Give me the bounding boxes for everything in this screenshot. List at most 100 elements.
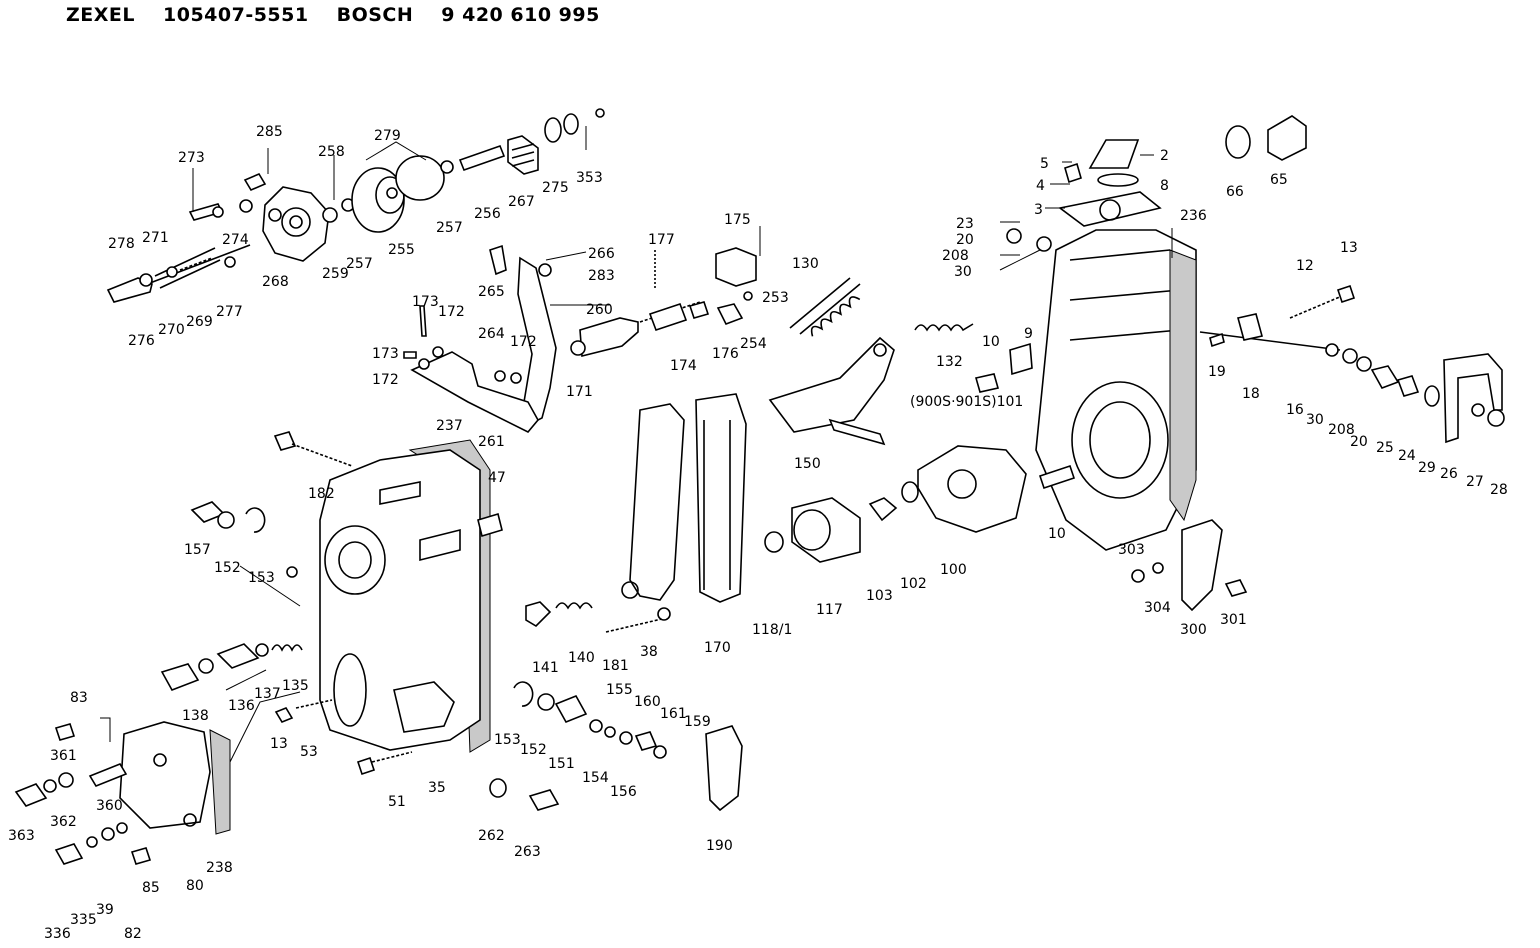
label-10a: 10 <box>982 334 1000 350</box>
label-12: 12 <box>1296 258 1314 274</box>
label-85: 85 <box>142 880 160 896</box>
label-141: 141 <box>532 660 559 676</box>
label-177: 177 <box>648 232 675 248</box>
part-176-pin <box>716 303 744 326</box>
label-255: 255 <box>388 242 415 258</box>
label-5: 5 <box>1040 156 1049 172</box>
label-303: 303 <box>1118 542 1145 558</box>
label-262: 262 <box>478 828 505 844</box>
part-285-screw <box>243 172 267 192</box>
part-135-spring <box>271 644 303 652</box>
label-170: 170 <box>704 640 731 656</box>
part-141-nut <box>525 601 552 628</box>
label-190: 190 <box>706 838 733 854</box>
lower-right-bracket <box>1131 519 1248 612</box>
part-13-nut <box>274 707 294 723</box>
label-29: 29 <box>1418 460 1436 476</box>
part-18-lever <box>1237 313 1263 341</box>
part-150-arm <box>768 336 895 433</box>
leader-lines <box>100 126 1173 763</box>
label-19: 19 <box>1208 364 1226 380</box>
label-3: 3 <box>1034 202 1043 218</box>
part-257-gasket <box>395 155 445 201</box>
label-39: 39 <box>96 902 114 918</box>
part-170-plate <box>695 393 747 603</box>
label-30b: 30 <box>1306 412 1324 428</box>
label-23: 23 <box>956 216 974 232</box>
part-262-washer <box>489 778 507 798</box>
label-27: 27 <box>1466 474 1484 490</box>
label-336: 336 <box>44 926 71 942</box>
label-238: 238 <box>206 860 233 876</box>
label-268: 268 <box>262 274 289 290</box>
label-118: 118/1 <box>752 622 792 638</box>
part-51-bolt <box>356 756 376 776</box>
part-85-bolt <box>130 847 152 865</box>
part-363-nut <box>14 783 48 807</box>
label-30a: 30 <box>954 264 972 280</box>
label-161: 161 <box>660 706 687 722</box>
label-150: 150 <box>794 456 821 472</box>
label-264: 264 <box>478 326 505 342</box>
label-265: 265 <box>478 284 505 300</box>
part-360-screw <box>88 763 128 787</box>
label-172a: 172 <box>438 304 465 320</box>
label-258: 258 <box>318 144 345 160</box>
lever-assembly <box>403 244 974 446</box>
label-266: 266 <box>588 246 615 262</box>
label-176: 176 <box>712 346 739 362</box>
label-273: 273 <box>178 150 205 166</box>
label-13a: 13 <box>1340 240 1358 256</box>
part-151-plug <box>554 694 588 724</box>
label-353: 353 <box>576 170 603 186</box>
label-276: 276 <box>128 333 155 349</box>
label-363: 363 <box>8 828 35 844</box>
part-117-sleeve <box>791 497 861 563</box>
label-2: 2 <box>1160 148 1169 164</box>
label-304: 304 <box>1144 600 1171 616</box>
label-172c: 172 <box>510 334 537 350</box>
part-24-collar <box>1396 375 1420 397</box>
diaphragm-assembly <box>106 108 605 303</box>
label-256: 256 <box>474 206 501 222</box>
label-66: 66 <box>1226 184 1244 200</box>
label-9: 9 <box>1024 326 1033 342</box>
label-117: 117 <box>816 602 843 618</box>
part-261-plate <box>410 351 539 433</box>
part-263-bolt <box>528 789 560 811</box>
governor-housing <box>974 115 1505 551</box>
part-3-cover <box>1058 191 1162 227</box>
label-261: 261 <box>478 434 505 450</box>
label-260: 260 <box>586 302 613 318</box>
label-35: 35 <box>428 780 446 796</box>
part-268-housing <box>262 186 330 262</box>
label-173a: 173 <box>412 294 439 310</box>
label-51: 51 <box>388 794 406 810</box>
part-gov-arm <box>629 403 685 601</box>
main-housing <box>190 431 503 753</box>
label-172b: 172 <box>372 372 399 388</box>
label-154: 154 <box>582 770 609 786</box>
label-237: 237 <box>436 418 463 434</box>
label-267: 267 <box>508 194 535 210</box>
part-118-washer <box>764 531 784 553</box>
label-83: 83 <box>70 690 88 706</box>
part-9-bracket <box>1009 342 1033 376</box>
part-83-screw <box>54 723 76 741</box>
part-237-housing <box>319 449 481 751</box>
part-190-lever <box>705 725 743 812</box>
label-257b: 257 <box>346 256 373 272</box>
label-208a: 208 <box>942 248 969 264</box>
label-138: 138 <box>182 708 209 724</box>
part-182-bolt <box>273 431 297 451</box>
label-18: 18 <box>1242 386 1260 402</box>
part-35-lever <box>393 681 455 733</box>
part-13-nut <box>1336 284 1356 304</box>
label-181: 181 <box>602 658 629 674</box>
part-65-nut <box>1267 115 1307 161</box>
part-80-cover <box>119 721 211 829</box>
label-152b: 152 <box>520 742 547 758</box>
label-257a: 257 <box>436 220 463 236</box>
label-53: 53 <box>300 744 318 760</box>
label-271: 271 <box>142 230 169 246</box>
